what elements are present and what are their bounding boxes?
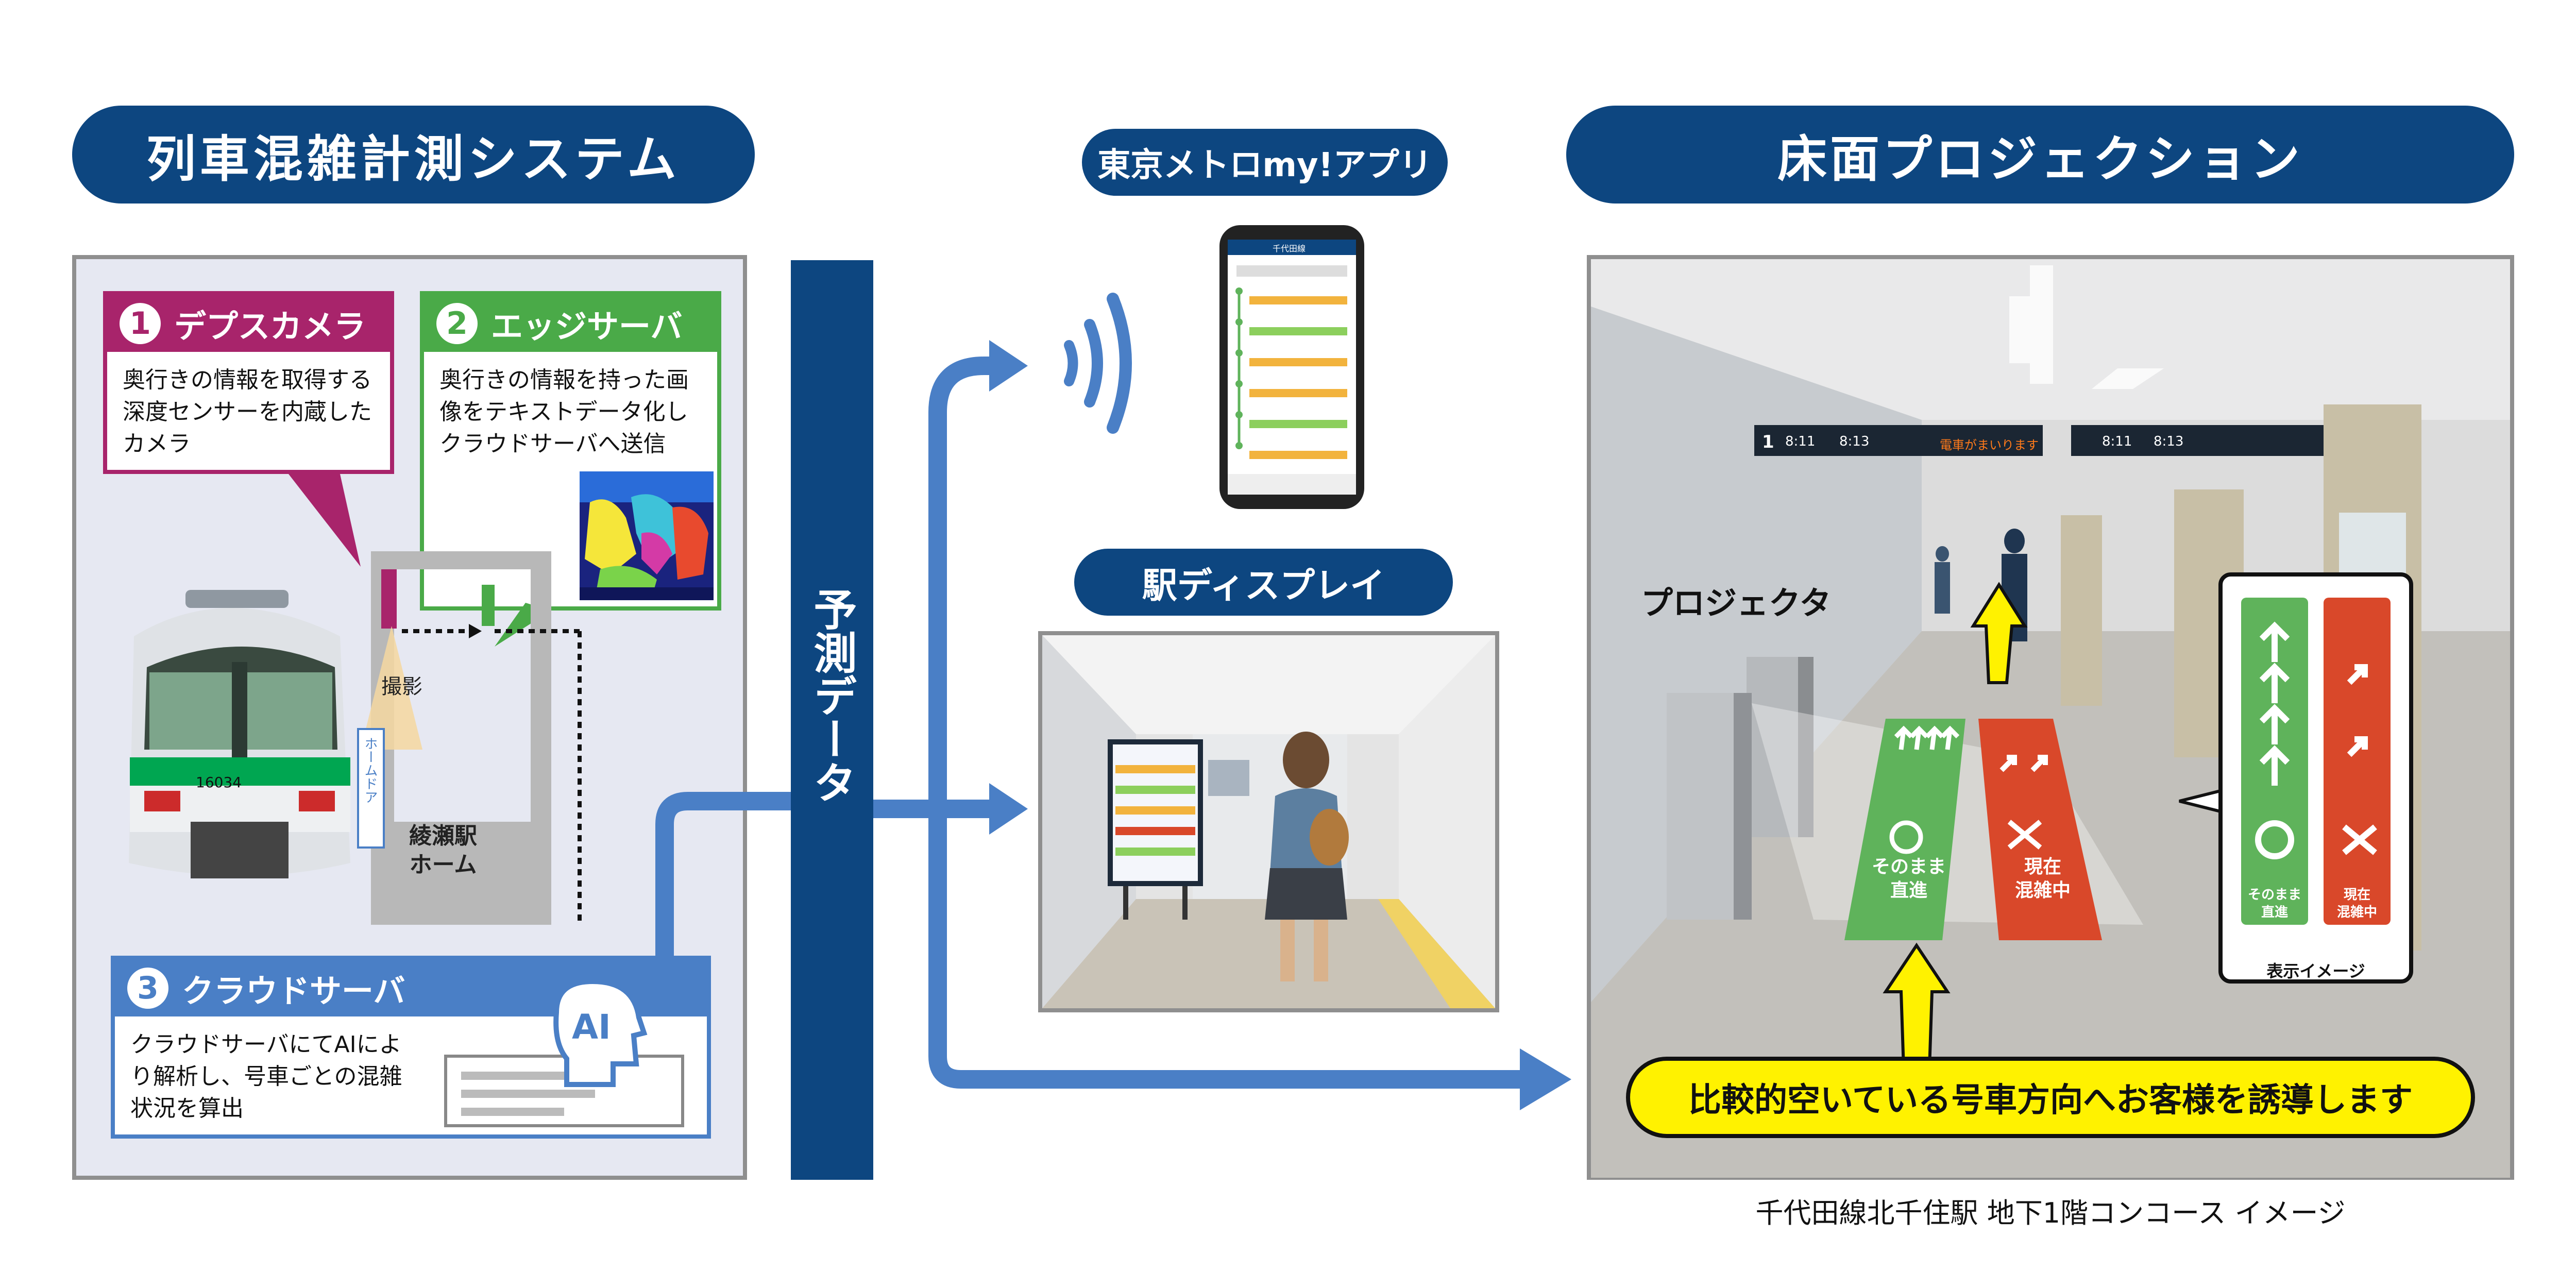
depth-camera-title: デプスカメラ — [174, 308, 366, 345]
prediction-data-bar — [791, 260, 873, 1180]
passenger-figure — [1265, 732, 1349, 981]
guidance-banner-text: 比較的空いている号車方向へお客様を誘導します — [1688, 1081, 2413, 1120]
ai-document-icon — [444, 981, 684, 1127]
ai-label: AI — [572, 1007, 611, 1047]
platform-box — [374, 822, 551, 925]
station-display-scene — [1038, 631, 1499, 1012]
shoot-label: 撮影 — [381, 675, 422, 699]
depth-camera-description: 奥行きの情報を取得する深度センサーを内蔵したカメラ — [123, 367, 372, 457]
projector-label: プロジェクタ — [1641, 584, 1832, 622]
number-2-badge: 2 — [436, 303, 478, 344]
legend-caption: 表示イメージ — [2266, 961, 2365, 981]
home-door — [357, 728, 385, 849]
number-1-badge: 1 — [120, 303, 161, 344]
station-display-title: 駅ディスプレイ — [1074, 549, 1453, 616]
cloud-server-title: クラウドサーバ — [182, 972, 405, 1010]
cloud-server-description: クラウドサーバにてAIにより解析し、号車ごとの混雑状況を算出 — [130, 1031, 402, 1122]
left-section-title: 列車混雑計測システム — [72, 106, 755, 204]
floor-red-marks — [1999, 755, 2048, 850]
concourse-scene — [1587, 255, 2514, 1180]
board-time-4: 8:13 — [2154, 434, 2184, 449]
scene-caption: 千代田線北千住駅 地下1階コンコース イメージ — [1755, 1197, 2346, 1229]
board-time-3: 8:11 — [2102, 434, 2132, 449]
right-section-title: 床面プロジェクション — [1566, 106, 2514, 204]
edge-server-title: エッジサーバ — [491, 308, 683, 345]
guidance-banner — [1626, 1057, 2475, 1138]
projector-devices — [1667, 657, 1814, 920]
display-legend-panel — [2179, 572, 2413, 984]
depth-heatmap-image — [580, 471, 714, 600]
board-platform-number: 1 — [1762, 432, 1774, 452]
floor-green-text: そのまま 直進 — [1871, 856, 1946, 901]
number-3-badge: 3 — [127, 968, 168, 1009]
prediction-data-label: 予測データ — [807, 587, 857, 804]
home-door-label: ホームドア — [362, 737, 378, 804]
edge-server-description: 奥行きの情報を持った画像をテキストデータ化しクラウドサーバへ送信 — [439, 367, 689, 457]
legend-red-text: 現在 混雑中 — [2336, 887, 2377, 920]
station-label: 綾瀬駅 ホーム — [409, 823, 477, 878]
floor-green-lane — [1844, 719, 1965, 940]
train-illustration — [129, 590, 350, 878]
board-time-1: 8:11 — [1785, 434, 1816, 449]
board-time-2: 8:13 — [1839, 434, 1870, 449]
legend-green-text: そのまま 直進 — [2247, 887, 2301, 920]
app-section-title: 東京メトロmy!アプリ — [1082, 129, 1448, 196]
board-message-1: 電車がまいります — [1940, 438, 2039, 452]
edge-server-device — [482, 585, 495, 626]
floor-red-lane — [1978, 719, 2102, 940]
digital-signage — [1108, 739, 1203, 920]
train-number-label: 16034 — [196, 774, 242, 791]
station-illustration — [129, 551, 582, 925]
phone-line-label: 千代田線 — [1273, 244, 1306, 253]
floor-green-arrows — [1889, 725, 1960, 854]
depth-camera-device — [381, 569, 397, 629]
depth-camera-card: 1 デプスカメラ 奥行きの情報を取得する深度センサーを内蔵したカメラ — [103, 291, 394, 474]
floor-red-text: 現在 混雑中 — [2014, 856, 2071, 901]
smartphone-illustration — [1219, 225, 1364, 509]
